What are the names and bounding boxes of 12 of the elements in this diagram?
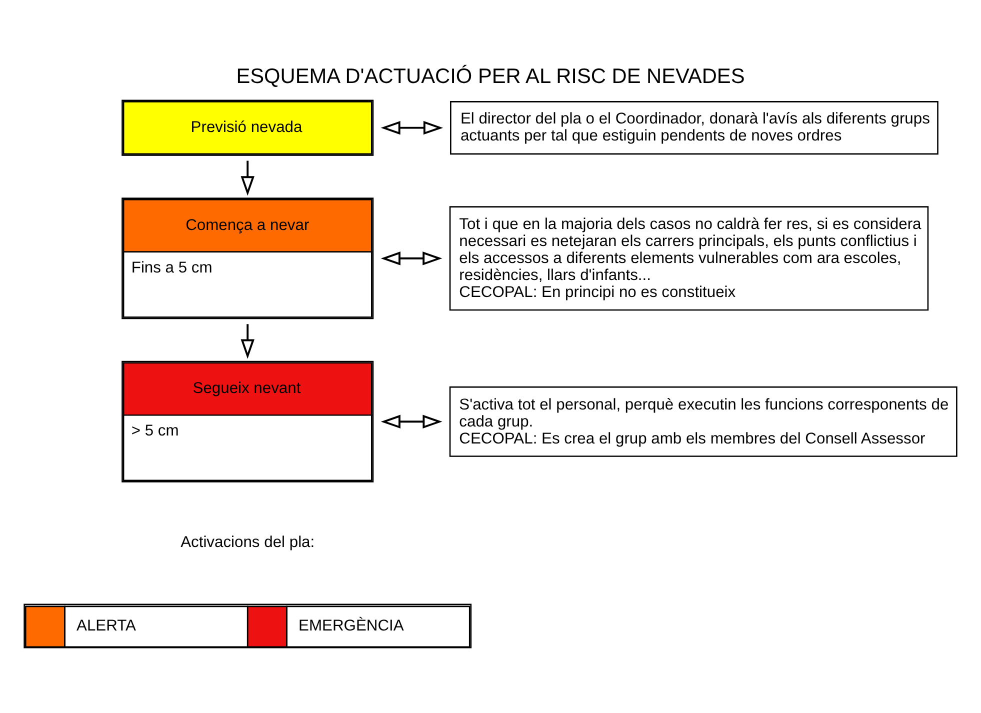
legend-label: EMERGÈNCIA: [298, 617, 404, 634]
node-box: Tot i que en la majoria dels casos no caldrà fer res, si es considera necessari es netejaran els carrers principals, els punts conflictius i els accessos a diferents elements vulnerables com ara escoles, residències, llars d'infants... CECOPAL: En principi no es constitueix: [449, 206, 929, 310]
arrow: [380, 120, 444, 134]
legend-label: ALERTA: [76, 617, 136, 634]
node-box: S'activa tot el personal, perquè executin les funcions corresponents de cada grup. CECOPAL: Es crea el grup amb els membres del Consell Assessor: [449, 386, 958, 456]
label: Activacions del pla:: [180, 534, 315, 551]
arrow: [380, 251, 442, 265]
arrow: [240, 160, 254, 196]
diagram-title: ESQUEMA D'ACTUACIÓ PER AL RISC DE NEVADES: [236, 64, 745, 88]
arrow: [380, 414, 442, 428]
arrow: [240, 324, 254, 358]
node-box: El director del pla o el Coordinador, donarà l'avís als diferents grups actuants per tal que estiguin pendents de noves ordres: [450, 100, 938, 154]
